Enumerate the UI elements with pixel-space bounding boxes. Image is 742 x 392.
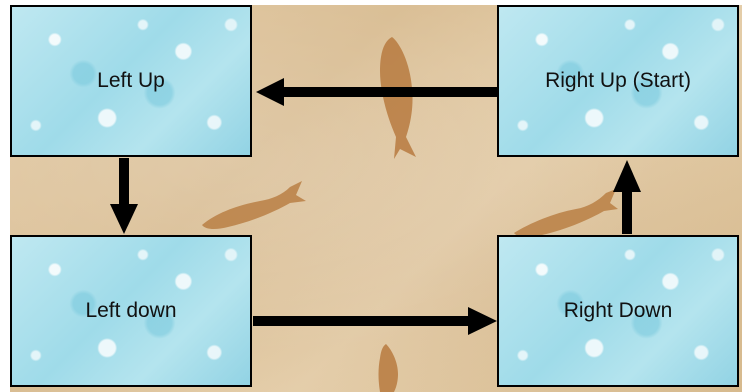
arrow-left-down-to-right-down bbox=[253, 307, 497, 335]
arrow-right-down-to-right-up bbox=[613, 160, 641, 234]
arrow-left-up-to-left-down bbox=[110, 158, 138, 234]
arrow-right-up-to-left-up bbox=[256, 78, 497, 106]
